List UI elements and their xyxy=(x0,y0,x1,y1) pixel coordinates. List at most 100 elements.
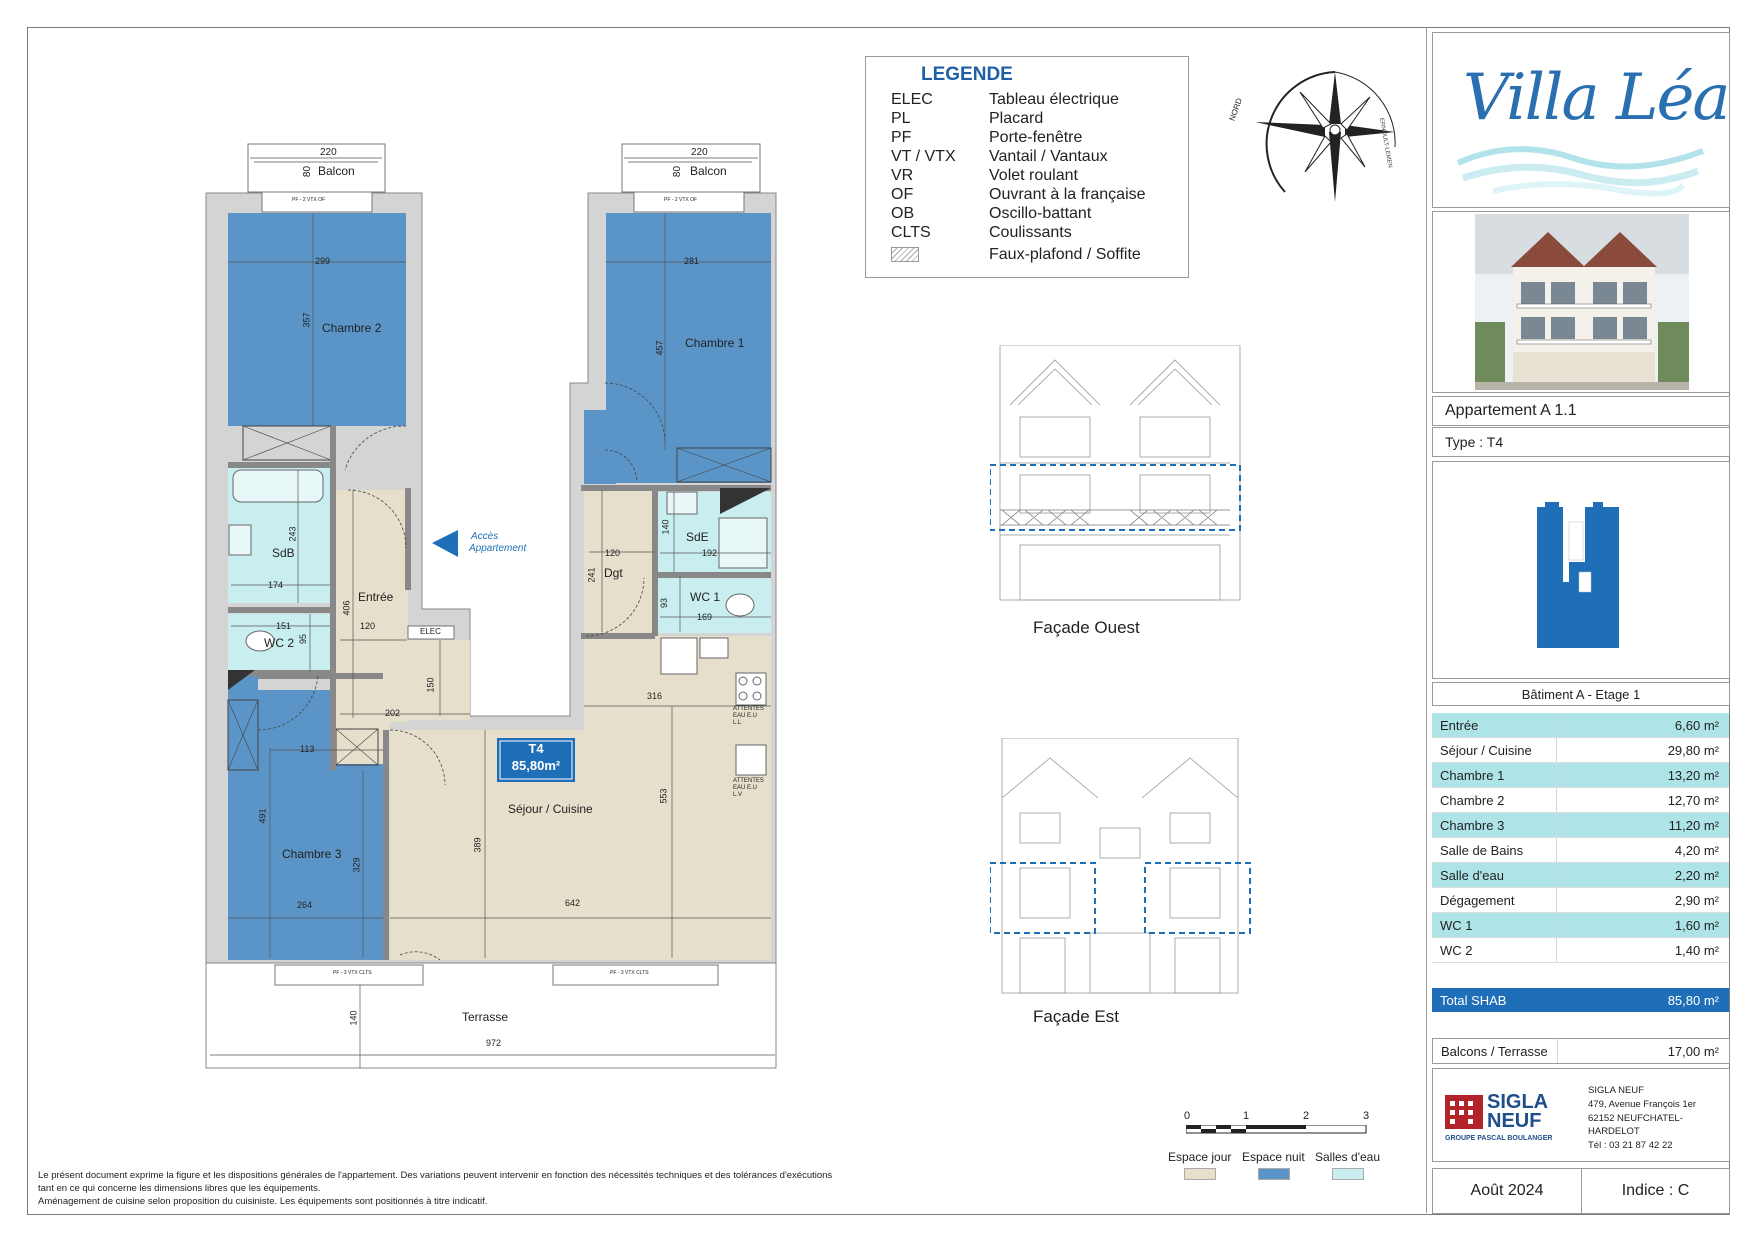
dim-972: 972 xyxy=(486,1038,502,1048)
room-chambre2 xyxy=(228,213,406,426)
promoter-logo-line1: SIGLA xyxy=(1487,1091,1549,1113)
scale-bar xyxy=(1186,1125,1367,1134)
kitchen-attentes-2: ATTENTES EAU E.U L.V xyxy=(733,778,764,798)
dim-150: 150 xyxy=(425,677,436,693)
color-legend-eau: Salles d'eau xyxy=(1315,1150,1381,1164)
promoter-address-3: HARDELOT xyxy=(1588,1126,1640,1137)
legend-title: LEGENDE xyxy=(921,64,1013,85)
room-wc2 xyxy=(228,614,330,670)
window-label-top-right: PF - 2 VTX OF xyxy=(664,197,698,203)
room-label-dgt: Dgt xyxy=(604,566,623,580)
apartment-type-box: Type : T4 xyxy=(1432,427,1730,457)
dim-220-left: 220 xyxy=(320,147,337,158)
t4-badge-bg xyxy=(497,738,575,782)
dim-316: 316 xyxy=(647,691,663,701)
kitchen-attentes-1: ATTENTES EAU E.U L.L xyxy=(733,706,764,726)
apartment-title-box: Appartement A 1.1 xyxy=(1432,396,1730,426)
window-label-bottom-left: PF - 3 VTX CLTS xyxy=(333,970,372,976)
dim-389: 389 xyxy=(472,837,483,853)
facade-est-title: Façade Est xyxy=(1033,1007,1119,1026)
dim-80-right: 80 xyxy=(672,165,684,178)
swatch-jour xyxy=(1184,1168,1216,1180)
footer-index: Indice : C xyxy=(1621,1182,1690,1199)
room-label-terrasse: Terrasse xyxy=(462,1010,509,1024)
color-legend-jour: Espace jour xyxy=(1168,1150,1232,1164)
balcon-right-label: Balcon xyxy=(690,164,727,178)
facade-est-drawing xyxy=(990,738,1251,994)
dim-113: 113 xyxy=(300,744,315,754)
promoter-logo-sub: GROUPE PASCAL BOULANGER xyxy=(1445,1135,1553,1142)
dim-120-entree: 120 xyxy=(360,621,376,631)
key-plan-box xyxy=(1432,461,1730,679)
building-render-box xyxy=(1432,211,1730,393)
swatch-nuit xyxy=(1258,1168,1290,1180)
dim-491: 491 xyxy=(257,808,268,824)
dim-140-sde: 140 xyxy=(660,519,671,535)
dim-220-right: 220 xyxy=(691,147,708,158)
room-label-chambre3: Chambre 3 xyxy=(282,847,342,861)
key-plan-icon xyxy=(1537,502,1619,648)
dim-151: 151 xyxy=(276,621,292,631)
balcony-right xyxy=(621,143,761,193)
building-floor: Bâtiment A - Etage 1 xyxy=(1521,687,1641,702)
dim-457: 457 xyxy=(654,340,665,356)
window-label-bottom-right: PF - 3 VTX CLTS xyxy=(610,970,649,976)
promoter-logo-line2: NEUF xyxy=(1487,1110,1542,1132)
dim-169: 169 xyxy=(697,612,713,622)
room-dgt xyxy=(584,490,654,635)
dim-93: 93 xyxy=(659,597,670,609)
footer-box: Août 2024 Indice : C xyxy=(1432,1168,1730,1214)
dim-95: 95 xyxy=(298,633,309,645)
hatch-swatch xyxy=(891,247,919,263)
scale-tick-3: 3 xyxy=(1363,1110,1370,1122)
facade-ouest-title: Façade Ouest xyxy=(1033,618,1140,637)
swatch-eau xyxy=(1332,1168,1364,1180)
promoter-name: SIGLA NEUF xyxy=(1588,1085,1644,1096)
balcon-left-label: Balcon xyxy=(318,164,355,178)
window-label-top-left: PF - 2 VTX OF xyxy=(292,197,326,203)
room-label-chambre1: Chambre 1 xyxy=(685,336,745,350)
total-shab-value: 85,80 m² xyxy=(1667,993,1719,1008)
apartment-title: Appartement A 1.1 xyxy=(1445,402,1577,419)
exterior-value: 17,00 m² xyxy=(1667,1044,1719,1059)
dim-174: 174 xyxy=(268,580,284,590)
disclaimer-line-1: Le présent document exprime la figure et… xyxy=(38,1170,833,1181)
total-shab-row: Total SHAB 85,80 m² xyxy=(1432,988,1729,1012)
room-label-sejour: Séjour / Cuisine xyxy=(508,802,593,816)
exterior-row: Balcons / Terrasse 17,00 m² xyxy=(1432,1038,1730,1064)
dim-281: 281 xyxy=(684,256,700,266)
balcony-left xyxy=(247,143,386,193)
floor-plan xyxy=(205,143,777,1069)
room-label-wc2: WC 2 xyxy=(264,636,294,650)
dim-202: 202 xyxy=(385,708,401,718)
dim-243: 243 xyxy=(287,526,298,542)
dim-329: 329 xyxy=(351,857,362,873)
disclaimer-line-3: Aménagement de cuisine selon proposition… xyxy=(38,1196,488,1207)
dim-192: 192 xyxy=(702,548,718,558)
scale-tick-0: 0 xyxy=(1184,1110,1191,1122)
room-label-entree: Entrée xyxy=(358,590,394,604)
dim-80-left: 80 xyxy=(302,165,314,178)
access-arrow-icon xyxy=(432,530,458,557)
promoter-box: SIGLA NEUF GROUPE PASCAL BOULANGER SIGLA… xyxy=(1432,1068,1730,1162)
right-column-divider xyxy=(1426,27,1427,1213)
dim-264: 264 xyxy=(297,900,313,910)
brand-waves-icon xyxy=(1456,146,1705,197)
dim-357: 357 xyxy=(301,312,312,328)
promoter-address-1: 479, Avenue François 1er xyxy=(1588,1099,1697,1110)
access-label-2: Appartement xyxy=(469,543,527,554)
